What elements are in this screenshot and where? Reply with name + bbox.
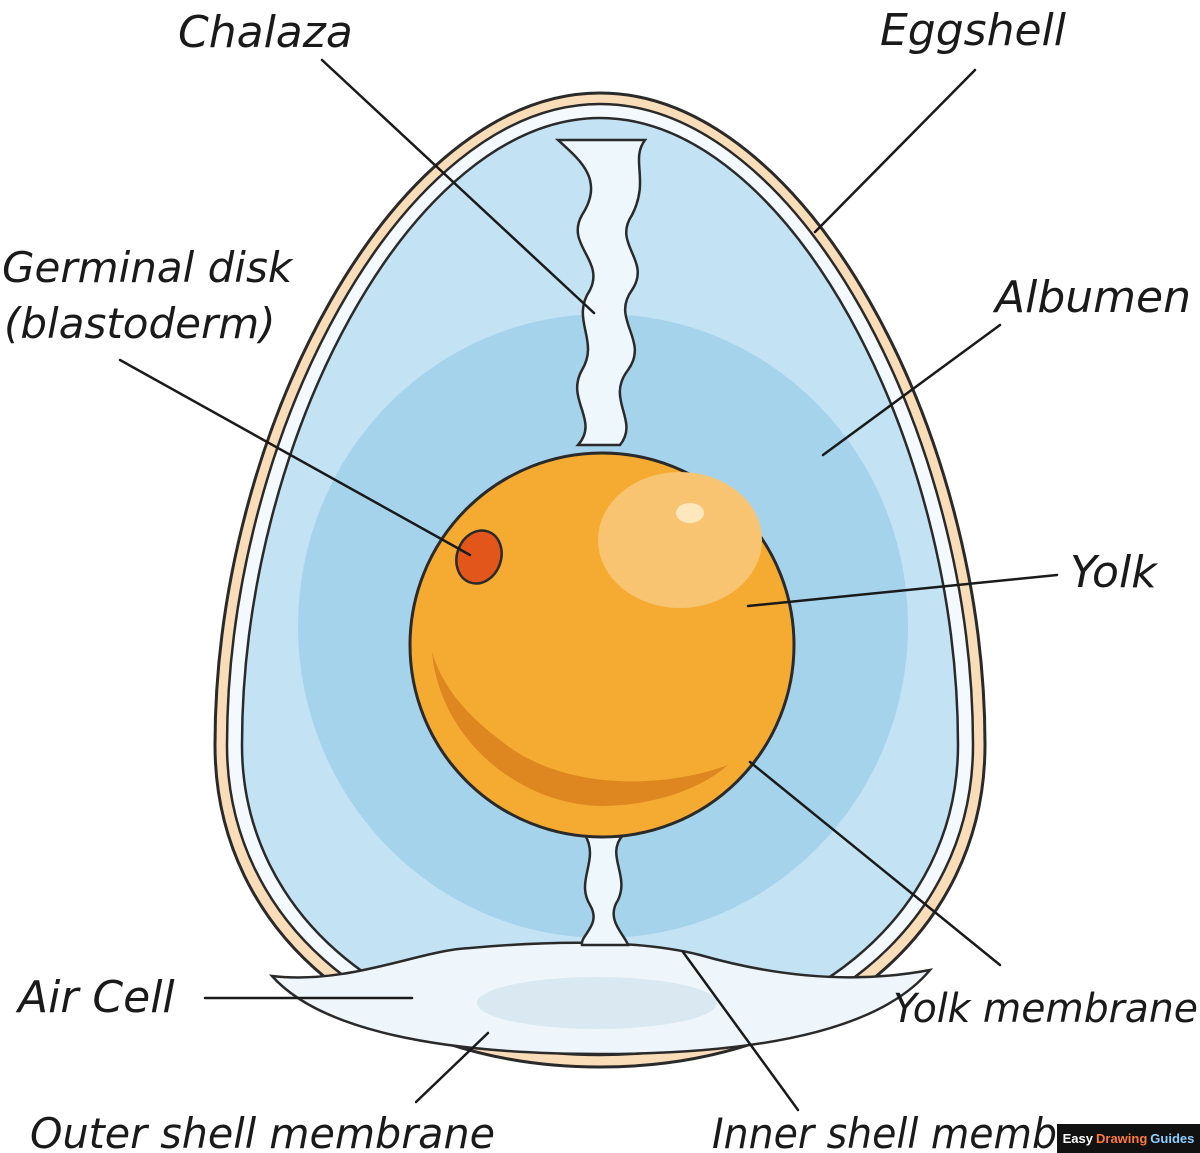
yolk-shine [676,503,704,523]
chalaza-bottom [580,833,630,947]
label-air-cell: Air Cell [15,972,175,1023]
yolk-highlight [598,472,762,608]
label-eggshell: Eggshell [880,5,1067,56]
chalaza-top [554,138,648,447]
albumen-leader [821,323,1002,457]
label-outer-shell-membrane: Outer shell membrane [30,1109,495,1153]
air-cell-inner [477,977,717,1029]
label-germinal-disk-line1: Germinal disk [2,243,294,292]
yolk-shadow [432,652,728,806]
label-chalaza: Chalaza [178,7,353,58]
yolk-membrane-leader [748,760,1002,967]
watermark-word-guides: Guides [1150,1131,1195,1146]
label-germinal-disk-line2: (blastoderm) [4,299,276,348]
label-yolk-membrane: Yolk membrane [893,986,1198,1032]
germinal-disk-leader [118,358,472,557]
eggshell-leader [813,68,977,234]
watermark-word-easy: Easy [1062,1131,1093,1146]
inner-shell-membrane-leader [681,950,800,1112]
label-inner-shell-membrane: Inner shell memb [712,1109,1057,1153]
outer-shell-membrane-leader [414,1031,490,1104]
watermark-logo: Easy Drawing Guides [1057,1124,1200,1153]
label-yolk: Yolk [1070,547,1158,598]
yolk-leader [746,573,1059,608]
label-albumen: Albumen [992,272,1191,323]
chalaza-leader [320,58,596,315]
watermark-word-drawing: Drawing [1096,1131,1148,1146]
